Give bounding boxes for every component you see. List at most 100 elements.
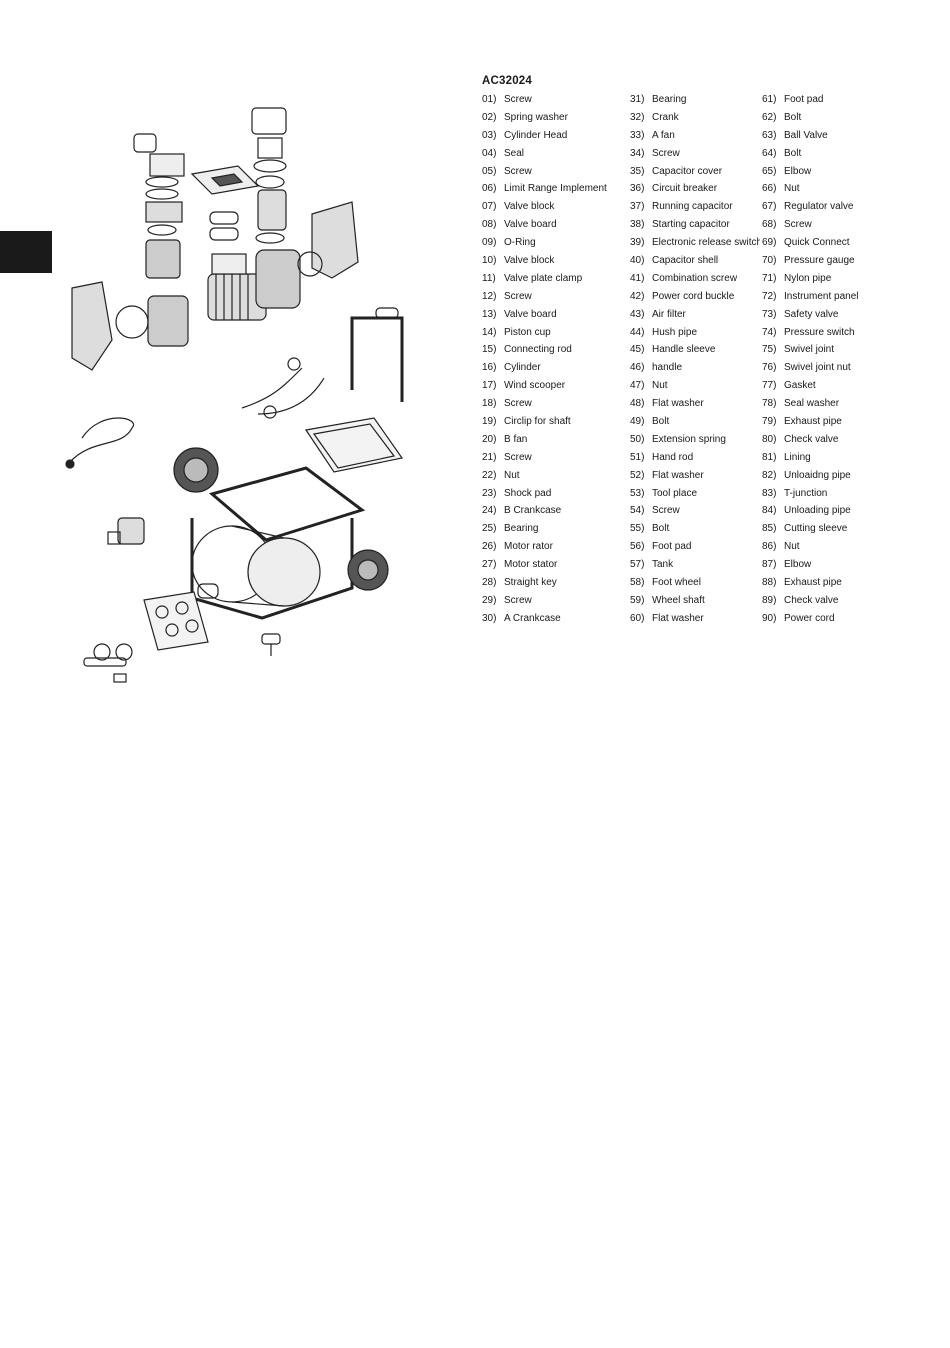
part-name: Nut <box>784 541 800 553</box>
pressure-switch-assembly <box>107 517 145 545</box>
part-name: Instrument panel <box>784 290 859 302</box>
part-name: Screw <box>652 505 680 517</box>
parts-list-item: 67)Regulator valve <box>762 198 872 216</box>
part-number: 90) <box>762 612 777 624</box>
part-name: T-junction <box>784 487 828 499</box>
parts-list-item: 33) A fan <box>630 127 760 145</box>
part-name: Bearing <box>652 94 687 105</box>
part-name: O-Ring <box>504 237 536 249</box>
parts-list-item: 53)Tool place <box>630 485 760 503</box>
parts-list-item: 24)B Crankcase <box>482 502 622 520</box>
part-name: Seal <box>504 147 525 159</box>
part-name: Screw <box>652 147 680 159</box>
parts-list-item: 40)Capacitor shell <box>630 252 760 270</box>
parts-list-item: 66)Nut <box>762 180 872 198</box>
part-number: 77) <box>762 380 777 392</box>
parts-list-item: 82)Unloaidng pipe <box>762 467 872 485</box>
part-name: Unloaidng pipe <box>784 469 851 481</box>
part-number: 84) <box>762 505 777 517</box>
part-name: Ball Valve <box>784 129 828 141</box>
part-number: 64) <box>762 147 777 159</box>
part-name: Bearing <box>504 523 539 535</box>
part-name: Flat washer <box>652 398 704 410</box>
part-number: 46) <box>630 362 645 374</box>
part-name: Electronic release switch <box>652 237 760 249</box>
part-name: Capacitor cover <box>652 165 723 177</box>
parts-list-item: 06)Limit Range Implement <box>482 180 622 198</box>
part-number: 44) <box>630 326 645 338</box>
parts-list-item: 04)Seal <box>482 145 622 163</box>
part-number: 35) <box>630 165 645 177</box>
parts-list-item: 35) Capacitor cover <box>630 163 760 181</box>
parts-list-item: 23)Shock pad <box>482 485 622 503</box>
parts-list-item: 87)Elbow <box>762 556 872 574</box>
parts-list-item: 18)Screw <box>482 395 622 413</box>
parts-list-item: 16)Cylinder <box>482 359 622 377</box>
part-number: 85) <box>762 523 777 535</box>
part-name: Screw <box>504 451 532 463</box>
parts-list-item: 55)Bolt <box>630 520 760 538</box>
parts-list-item: 80)Check valve <box>762 431 872 449</box>
part-number: 25) <box>482 523 497 535</box>
part-number: 61) <box>762 94 777 105</box>
part-number: 89) <box>762 594 777 606</box>
part-number: 43) <box>630 308 645 320</box>
parts-list-item: 59)Wheel shaft <box>630 592 760 610</box>
part-number: 28) <box>482 577 497 589</box>
gauge-fittings <box>83 643 133 683</box>
parts-list-item: 07) Valve block <box>482 198 622 216</box>
parts-list-item: 26)Motor rator <box>482 538 622 556</box>
part-name: Valve block <box>504 255 555 267</box>
parts-list-item: 31) Bearing <box>630 91 760 109</box>
part-name: Motor rator <box>504 541 553 553</box>
parts-list-item: 81)Lining <box>762 449 872 467</box>
part-number: 53) <box>630 487 645 499</box>
part-number: 42) <box>630 290 645 302</box>
part-number: 63) <box>762 129 777 141</box>
part-number: 87) <box>762 559 777 571</box>
parts-list-item: 38)Starting capacitor <box>630 216 760 234</box>
part-number: 37) <box>630 201 645 213</box>
part-number: 39) <box>630 237 645 249</box>
part-name: Pressure gauge <box>784 255 855 267</box>
part-number: 03) <box>482 129 497 141</box>
part-name: Bolt <box>652 523 670 535</box>
part-number: 22) <box>482 469 497 481</box>
parts-list-item: 76)Swivel joint nut <box>762 359 872 377</box>
instrument-panel <box>143 591 209 651</box>
parts-list-item: 88)Exhaust pipe <box>762 574 872 592</box>
part-name: Combination screw <box>652 272 738 284</box>
part-name: Running capacitor <box>652 201 733 213</box>
part-number: 31) <box>630 94 645 105</box>
part-number: 86) <box>762 541 777 553</box>
part-name: Valve block <box>504 201 555 213</box>
part-number: 18) <box>482 398 497 410</box>
part-name: Spring washer <box>504 111 568 123</box>
part-number: 06) <box>482 183 497 195</box>
part-name: Connecting rod <box>504 344 572 356</box>
foot-pad <box>261 633 281 656</box>
crankcase-left <box>71 281 189 371</box>
part-number: 47) <box>630 380 645 392</box>
parts-list-item: 15)Connecting rod <box>482 341 622 359</box>
parts-list-item: 63) Ball Valve <box>762 127 872 145</box>
parts-list-item: 17)Wind scooper <box>482 377 622 395</box>
parts-list-item: 58)Foot wheel <box>630 574 760 592</box>
parts-list-item: 03)Cylinder Head <box>482 127 622 145</box>
part-name: Seal washer <box>784 398 840 410</box>
parts-list-item: 65)Elbow <box>762 163 872 181</box>
part-number: 21) <box>482 451 497 463</box>
part-name: Valve board <box>504 308 557 320</box>
part-number: 33) <box>630 129 645 141</box>
part-number: 07) <box>482 201 497 213</box>
part-name: A fan <box>652 129 675 141</box>
tool-tray <box>304 417 404 473</box>
part-number: 52) <box>630 469 645 481</box>
part-number: 73) <box>762 308 777 320</box>
parts-list-item: 51)Hand rod <box>630 449 760 467</box>
parts-list-item: 78)Seal washer <box>762 395 872 413</box>
parts-list-item: 86) Nut <box>762 538 872 556</box>
part-name: Nylon pipe <box>784 272 832 284</box>
parts-list-item: 28)Straight key <box>482 574 622 592</box>
parts-list-item: 34)Screw <box>630 145 760 163</box>
